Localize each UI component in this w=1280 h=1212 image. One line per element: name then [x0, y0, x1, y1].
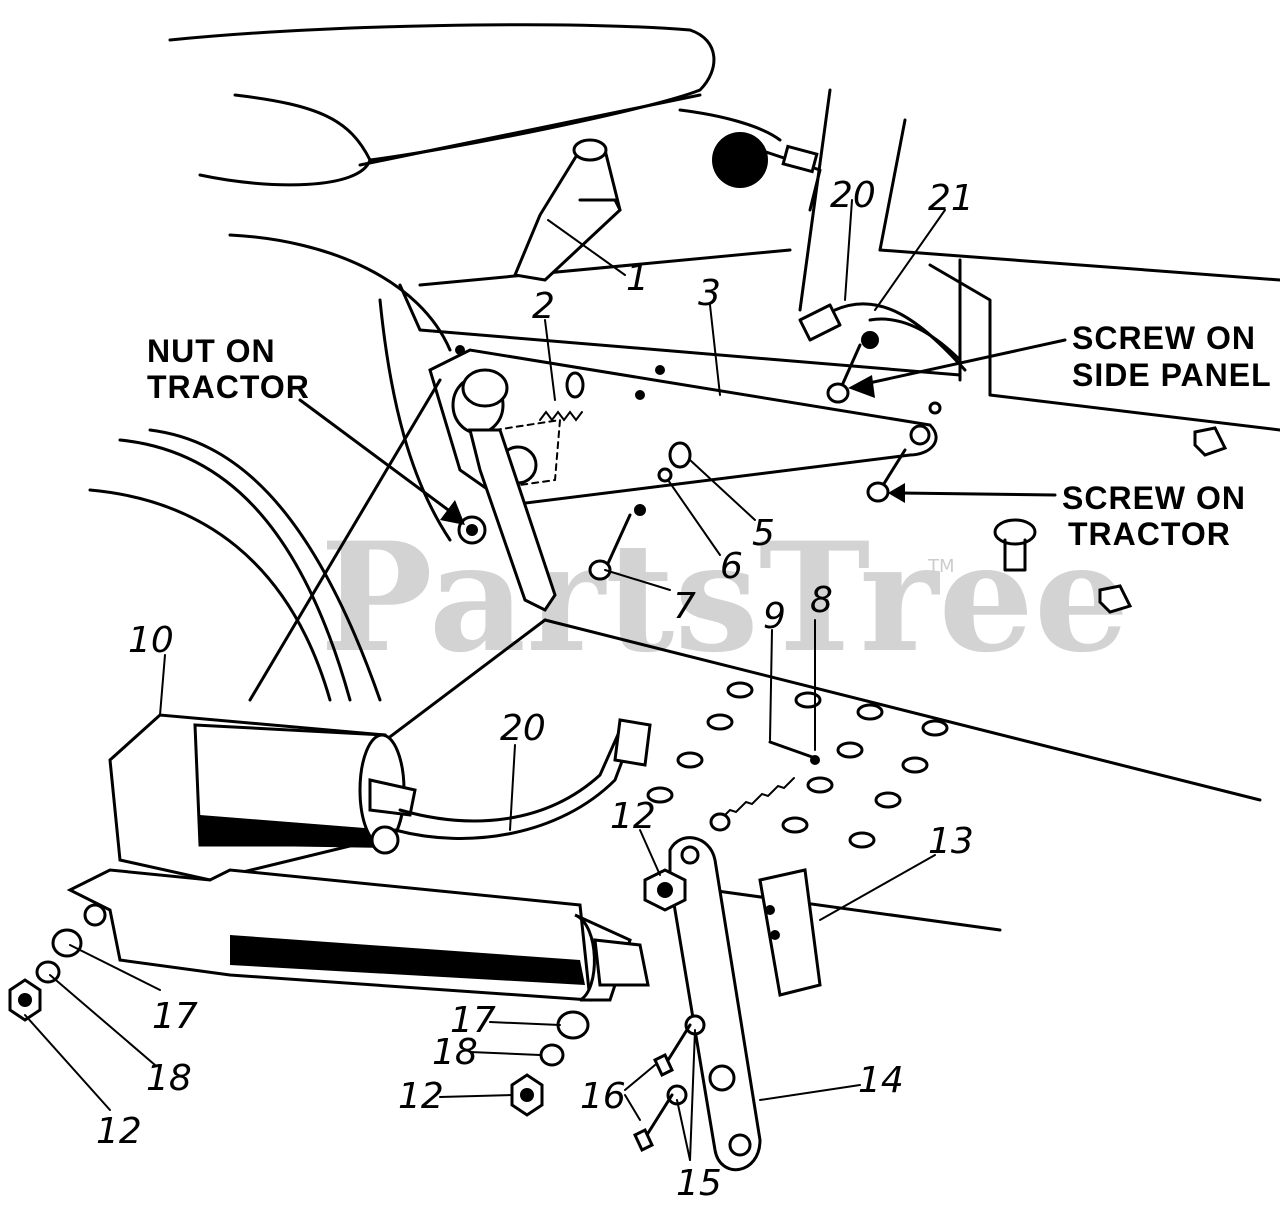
callout-screw-on-side-panel-line1: SCREW ON [1072, 320, 1256, 356]
tractor-side-panel [228, 88, 1280, 432]
floor-holes [646, 681, 949, 849]
part-number-15: 15 [676, 1163, 722, 1204]
part-number-5: 5 [752, 513, 775, 554]
part-number-12-lower: 12 [398, 1076, 444, 1117]
part-number-3: 3 [698, 273, 721, 314]
callout-screw-on-tractor-line2: TRACTOR [1068, 516, 1231, 552]
part-number-7: 7 [673, 586, 696, 627]
part-number-17-right: 17 [450, 1000, 496, 1041]
mounting-bracket [428, 345, 938, 612]
part-number-8: 8 [810, 580, 833, 621]
part-number-18-right: 18 [432, 1032, 478, 1073]
callout-nut-on-tractor-line1: NUT ON [147, 333, 276, 369]
part-number-20-upper: 20 [830, 175, 876, 216]
part-number-10: 10 [128, 620, 174, 661]
pivot-arm [668, 836, 822, 1172]
wire-harness-upper [798, 302, 967, 372]
callout-screw-on-side-panel: SCREW ON SIDE PANEL [1072, 320, 1272, 393]
watermark: PartsTree [320, 510, 1129, 686]
part-number-20-lower: 20 [500, 708, 546, 749]
part-number-16: 16 [580, 1076, 626, 1117]
rear-fender [88, 298, 452, 702]
part-number-2: 2 [532, 286, 555, 327]
tractor-seat-fender [168, 23, 782, 187]
callout-nut-on-tractor: NUT ON TRACTOR [147, 333, 310, 405]
tension-spring [709, 740, 820, 832]
part-number-18-left: 18 [146, 1058, 192, 1099]
part-number-14: 14 [858, 1060, 904, 1101]
ignition-key [712, 132, 822, 212]
fasteners [8, 868, 706, 1153]
callout-nut-on-tractor-line2: TRACTOR [147, 369, 310, 405]
callout-arrows [298, 338, 1067, 525]
part-number-labels: 1 2 3 5 6 7 8 9 10 12 13 14 15 16 17 17 … [96, 175, 974, 1204]
lift-lever [512, 138, 622, 282]
watermark-trademark: TM [927, 556, 955, 577]
hardware [457, 331, 1228, 614]
callout-screw-on-tractor: SCREW ON TRACTOR [1062, 480, 1246, 552]
callout-screw-on-side-panel-line2: SIDE PANEL [1072, 357, 1272, 393]
callout-screw-on-tractor-line1: SCREW ON [1062, 480, 1246, 516]
part-number-21: 21 [928, 178, 974, 219]
spring [539, 371, 585, 422]
part-number-6: 6 [720, 546, 743, 587]
part-number-1: 1 [626, 258, 649, 299]
leader-lines [24, 199, 946, 1161]
part-number-13: 13 [928, 821, 974, 862]
electric-actuator [66, 713, 650, 1002]
part-number-12-left: 12 [96, 1111, 142, 1152]
wire-harness-lower [393, 718, 652, 840]
part-number-9: 9 [763, 596, 786, 637]
part-number-17-left: 17 [152, 996, 198, 1037]
part-number-12-upper: 12 [610, 796, 656, 837]
